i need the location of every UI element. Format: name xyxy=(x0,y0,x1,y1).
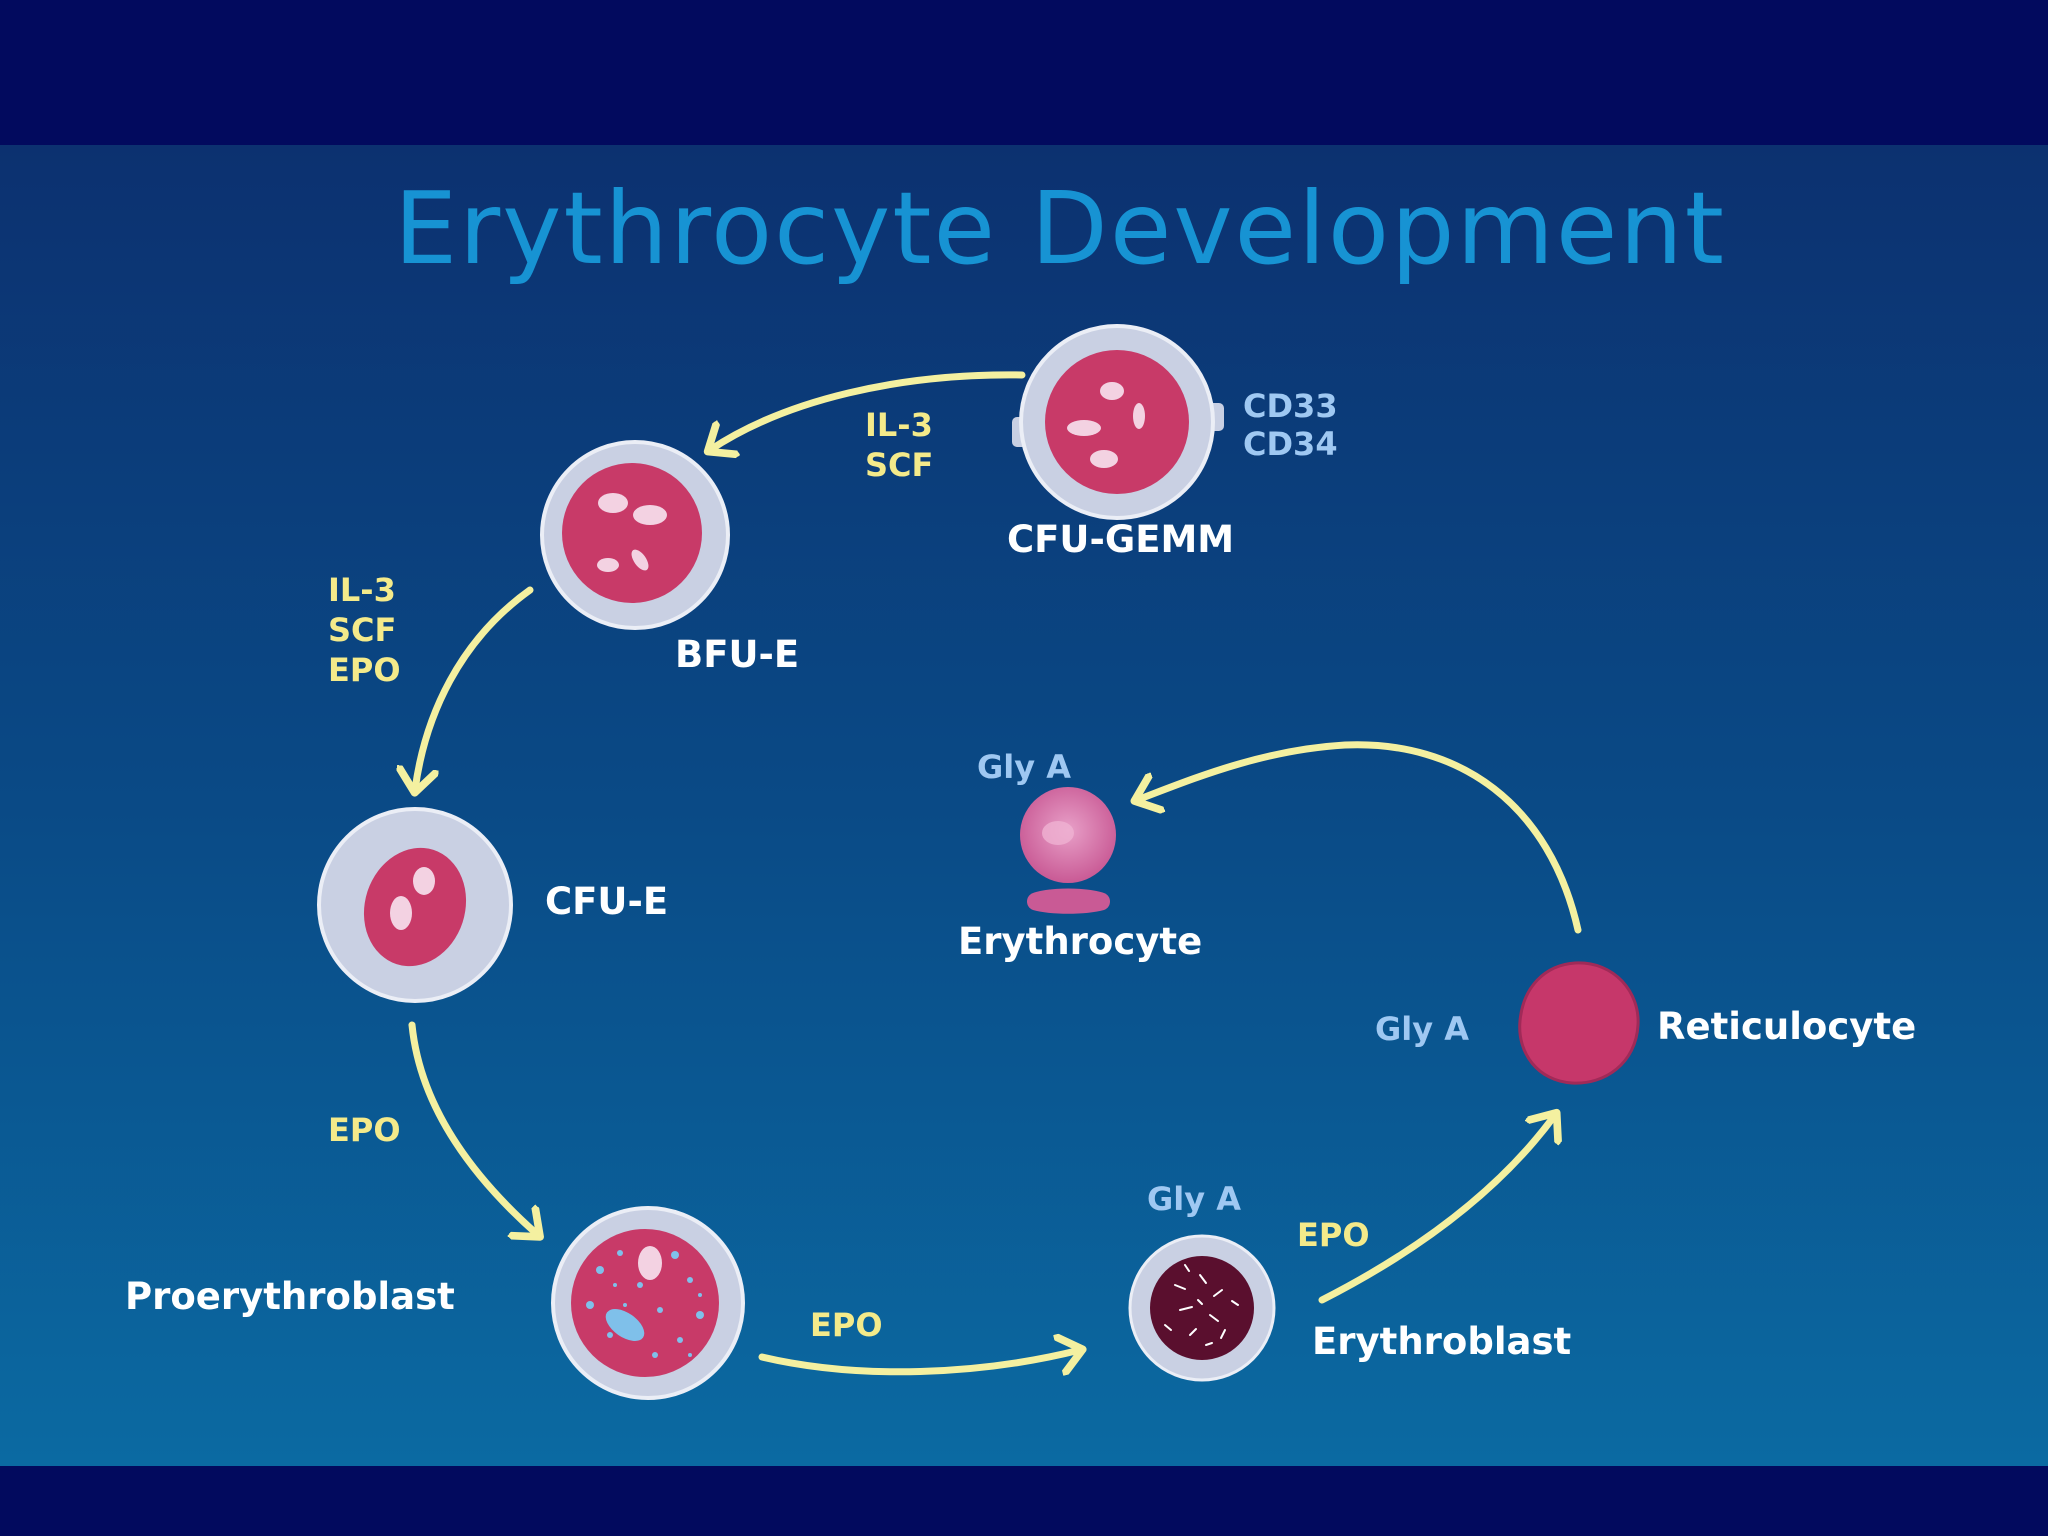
factor-il3: IL-3 xyxy=(865,406,933,444)
arrow-cfu-gemm-to-bfu-e xyxy=(710,371,1026,450)
label-reticulocyte: Reticulocyte xyxy=(1657,1005,1917,1048)
factor-scf: SCF xyxy=(865,446,934,484)
factors-bfu-e-to-cfu-e: IL-3 SCF EPO xyxy=(328,570,401,690)
arrow-cfu-e-to-proerythroblast xyxy=(408,1021,538,1235)
cell-proerythroblast xyxy=(551,1206,745,1400)
cfu-gemm-markers: CD33 CD34 xyxy=(1243,387,1338,463)
arrows xyxy=(408,371,1582,1372)
label-cfu-e: CFU-E xyxy=(545,880,669,923)
slide-title: Erythrocyte Development xyxy=(393,170,1727,287)
arrow-bfu-e-to-cfu-e xyxy=(415,586,534,790)
factor-scf: SCF xyxy=(328,611,397,649)
marker-cd33: CD33 xyxy=(1243,387,1338,425)
cell-erythroblast xyxy=(1128,1234,1276,1382)
arrow-reticulocyte-to-erythrocyte xyxy=(1137,741,1582,934)
arrow-proerythroblast-to-erythroblast xyxy=(758,1350,1080,1372)
cell-erythrocyte xyxy=(1020,787,1116,914)
factor-il3: IL-3 xyxy=(328,571,396,609)
erythroblast-marker: Gly A xyxy=(1147,1180,1241,1218)
reticulocyte-marker: Gly A xyxy=(1375,1010,1469,1048)
label-erythrocyte: Erythrocyte xyxy=(958,920,1203,963)
erythrocyte-marker: Gly A xyxy=(977,748,1071,786)
cell-cfu-e xyxy=(317,807,513,1003)
cell-reticulocyte xyxy=(1518,961,1640,1085)
label-bfu-e: BFU-E xyxy=(675,633,800,676)
factors-cfu-gemm-to-bfu-e: IL-3 SCF xyxy=(865,405,933,485)
factor-epo-erythroblast-to-reticulocyte: EPO xyxy=(1297,1216,1370,1254)
marker-cd34: CD34 xyxy=(1243,425,1338,463)
label-proerythroblast: Proerythroblast xyxy=(125,1275,455,1318)
cell-bfu-e xyxy=(540,440,730,630)
factor-epo-cfu-e-to-proerythroblast: EPO xyxy=(328,1111,401,1149)
label-erythroblast: Erythroblast xyxy=(1312,1320,1572,1363)
cell-cfu-gemm xyxy=(1012,324,1224,520)
bottom-band xyxy=(0,1466,2048,1536)
factor-epo: EPO xyxy=(328,651,401,689)
top-band xyxy=(0,0,2048,145)
diagram-canvas xyxy=(317,324,1640,1400)
factor-epo-proerythroblast-to-erythroblast: EPO xyxy=(810,1306,883,1344)
slide: Erythrocyte Development xyxy=(0,145,2048,1466)
label-cfu-gemm: CFU-GEMM xyxy=(1007,518,1235,561)
arrow-erythroblast-to-reticulocyte xyxy=(1318,1115,1555,1304)
